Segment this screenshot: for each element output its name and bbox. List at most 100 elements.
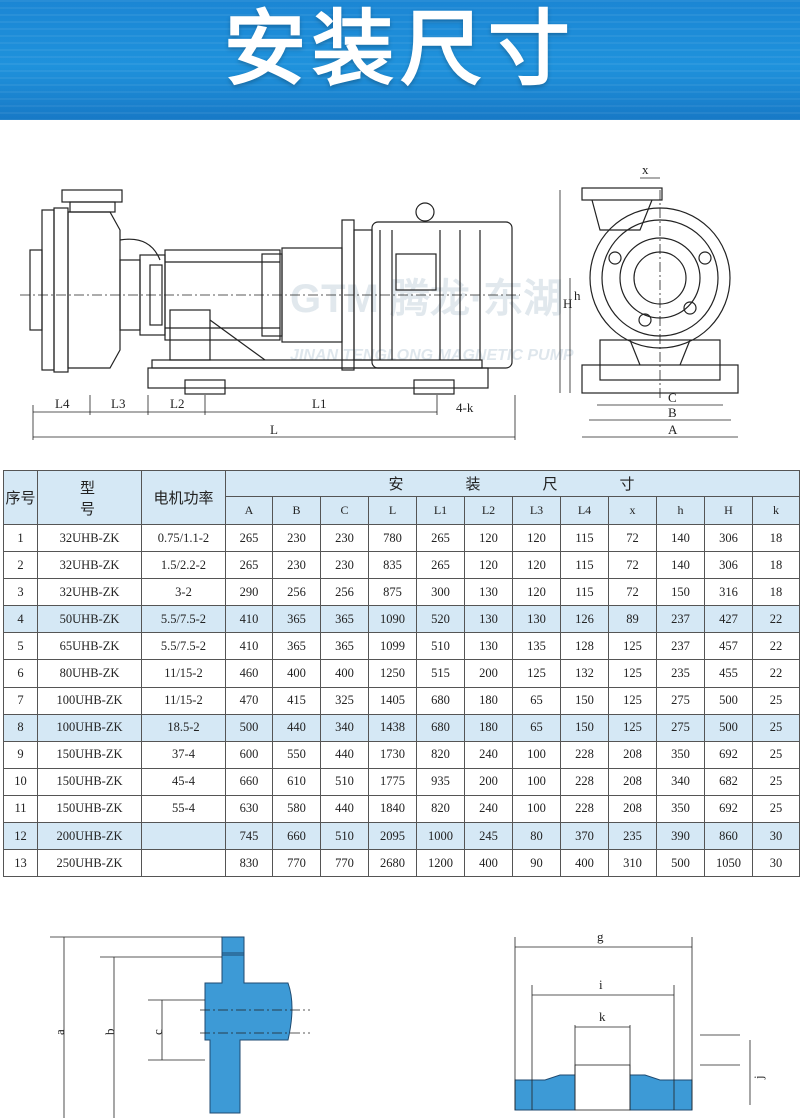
- col-head-h: h: [656, 496, 705, 525]
- table-cell: 390: [656, 822, 705, 851]
- table-cell: 200UHB-ZK: [37, 822, 142, 851]
- table-cell: 306: [704, 523, 753, 553]
- table-cell: 1000: [416, 822, 465, 851]
- table-cell: 455: [704, 659, 753, 688]
- table-cell: 18: [751, 551, 800, 580]
- col-head-c: C: [320, 496, 369, 525]
- table-cell: 6: [3, 659, 38, 688]
- col-head-type: 型号: [37, 470, 142, 525]
- table-cell: 1090: [368, 605, 417, 634]
- table-cell: 37-4: [141, 740, 226, 769]
- table-cell: 1840: [368, 794, 417, 824]
- table-cell: 237: [656, 632, 705, 661]
- table-cell: 180: [464, 686, 513, 715]
- table-cell: 500: [704, 686, 753, 715]
- table-cell: 500: [704, 713, 753, 742]
- table-cell: 130: [464, 632, 513, 661]
- table-cell: 265: [225, 523, 273, 553]
- label-H: H: [563, 296, 572, 311]
- table-cell: 230: [320, 523, 369, 553]
- table-cell: 275: [656, 686, 705, 715]
- col-head-group: 安装尺寸: [224, 470, 800, 497]
- table-cell: 125: [512, 659, 561, 688]
- table-cell: 580: [272, 794, 321, 824]
- table-cell: 125: [608, 632, 657, 661]
- table-cell: 135: [512, 632, 561, 661]
- table-cell: 835: [368, 551, 417, 580]
- table-cell: 25: [751, 767, 800, 796]
- table-cell: 128: [560, 632, 609, 661]
- table-cell: 365: [272, 605, 321, 634]
- table-cell: 115: [560, 551, 609, 580]
- table-cell: 65UHB-ZK: [37, 632, 142, 661]
- table-cell: [141, 849, 226, 878]
- table-cell: 256: [272, 578, 321, 607]
- label-L2: L2: [170, 396, 184, 411]
- table-cell: 30: [751, 822, 800, 851]
- table-cell: 310: [608, 849, 657, 878]
- table-cell: 5: [3, 632, 38, 661]
- table-cell: 1099: [368, 632, 417, 661]
- watermark-bottom: JINAN TENGLONG MAGNETIC PUMP: [290, 347, 574, 364]
- table-cell: 100UHB-ZK: [37, 686, 142, 715]
- table-cell: 120: [464, 523, 513, 553]
- label-b: b: [102, 1029, 117, 1036]
- table-cell: 208: [608, 794, 657, 824]
- label-i: i: [599, 977, 603, 992]
- table-cell: 692: [704, 794, 753, 824]
- table-cell: 8: [3, 713, 38, 742]
- table-cell: 150: [560, 686, 609, 715]
- table-cell: 245: [464, 822, 513, 851]
- table-cell: 25: [751, 740, 800, 769]
- table-cell: 682: [704, 767, 753, 796]
- table-cell: 510: [320, 767, 369, 796]
- table-cell: 30: [751, 849, 800, 878]
- col-head-b: B: [272, 496, 321, 525]
- table-cell: 240: [464, 740, 513, 769]
- label-h: h: [574, 288, 581, 303]
- table-cell: 1775: [368, 767, 417, 796]
- table-cell: 410: [225, 632, 273, 661]
- table-cell: 350: [656, 794, 705, 824]
- col-head-l4: L4: [560, 496, 609, 525]
- table-cell: 5.5/7.5-2: [141, 605, 226, 634]
- table-cell: 440: [320, 794, 369, 824]
- table-cell: 830: [225, 849, 273, 878]
- table-cell: 80: [512, 822, 561, 851]
- table-cell: 22: [751, 659, 800, 688]
- table-cell: 365: [320, 605, 369, 634]
- table-cell: 230: [272, 551, 321, 580]
- table-cell: 275: [656, 713, 705, 742]
- table-cell: 115: [560, 578, 609, 607]
- col-head-a: A: [225, 496, 273, 525]
- table-cell: 200: [464, 767, 513, 796]
- table-cell: 228: [560, 740, 609, 769]
- table-cell: 235: [656, 659, 705, 688]
- table-cell: 230: [320, 551, 369, 580]
- table-cell: 130: [464, 578, 513, 607]
- table-cell: 350: [656, 740, 705, 769]
- table-cell: 370: [560, 822, 609, 851]
- table-cell: 470: [225, 686, 273, 715]
- table-cell: 12: [3, 822, 38, 851]
- table-cell: 365: [320, 632, 369, 661]
- table-cell: 770: [320, 849, 369, 878]
- table-cell: 692: [704, 740, 753, 769]
- table-cell: 630: [225, 794, 273, 824]
- table-cell: 25: [751, 713, 800, 742]
- table-cell: 290: [225, 578, 273, 607]
- table-cell: 660: [225, 767, 273, 796]
- label-c: c: [150, 1029, 165, 1035]
- label-j: j: [751, 1075, 766, 1080]
- table-cell: 510: [416, 632, 465, 661]
- label-L: L: [270, 422, 278, 437]
